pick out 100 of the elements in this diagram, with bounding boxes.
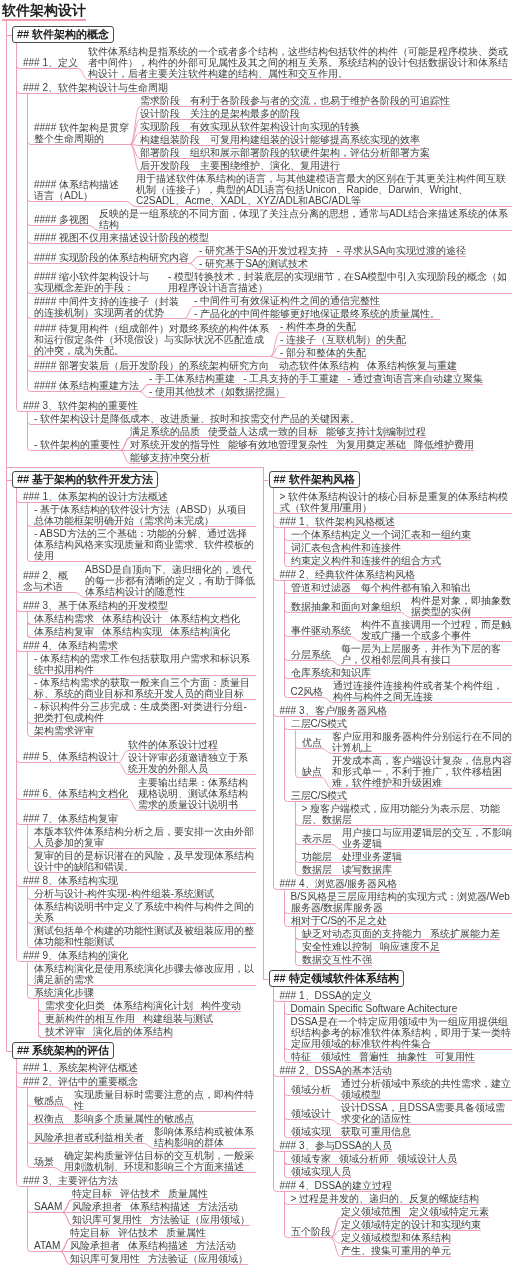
leaf-label: 特定目标 <box>72 1188 113 1200</box>
branch-line <box>129 144 141 146</box>
branch-line <box>330 1095 341 1101</box>
leaf-label: 知识库可复用性 <box>72 1214 143 1226</box>
branch-line <box>38 999 94 1038</box>
branch-line <box>188 263 200 270</box>
subtopic-label: ### 1、体系架构的设计方法概述 <box>23 491 169 503</box>
leaf-label: 体系结构演化 <box>170 626 230 638</box>
branch-line <box>273 987 280 1192</box>
leaf-label: - 产品化的中间件能够更好地保证最终系统的质量属性。 <box>194 308 441 320</box>
leaf-label: 词汇表包含构件和连接件 <box>290 542 401 554</box>
subtopic-label: ### 3、客户/服务器风格 <box>279 705 388 717</box>
branch-line <box>27 612 171 638</box>
subtopic-label: 敏感点 <box>34 1094 64 1107</box>
branch-line <box>269 356 281 359</box>
leaf-label: 领域设计人员 <box>396 1153 457 1165</box>
subtopic-label: 实现阶段 <box>140 121 180 133</box>
leaf-label: 评估技术 <box>118 1227 159 1239</box>
leaf-label: 定义领域范围 <box>340 1206 401 1218</box>
leaf-label: 用于描述软件体系结构的语言，与其他建模语言最大的区别在于其更关注构件间互联机制（连接子），典型的ADL语言包括Unicon、Rapide、Darwin、Wright、C2SADL、Acme、XADL、XYZ/ADL和ABC/ADL等 <box>136 173 512 207</box>
leaf-label: 可复用性 <box>434 1051 475 1063</box>
subtopic-label: 后开发阶段 <box>140 160 190 172</box>
leaf-label: 定义领域特定元素 <box>408 1206 489 1218</box>
leaf-label: 能够有效地管理复杂性 <box>228 439 329 451</box>
branch-line <box>284 1077 291 1138</box>
branch-line <box>27 503 35 562</box>
branch-line <box>16 43 24 412</box>
subtopic-label: ### 9、体系结构的演化 <box>23 950 129 962</box>
branch-line <box>129 132 141 145</box>
leaf-label: 降低维护费用 <box>414 439 475 451</box>
subtopic-label: 特征 <box>290 1051 311 1063</box>
branch-line <box>119 450 415 451</box>
subtopic-label: ### 3、基于体系结构的开发模型 <box>23 600 169 612</box>
subtopic-label: ### 1、DSSA的定义 <box>279 990 372 1002</box>
branch-line <box>268 371 368 372</box>
subtopic-label: SAAM <box>34 1201 63 1213</box>
leaf-label: ABSD是自顶向下、递归细化的，迭代的每一步都有清晰的定义，有助于降低体系结构设计的随意性 <box>85 564 256 598</box>
leaf-label: 系统扩展能力差 <box>429 928 500 940</box>
leaf-label: 开发成本高，客户端设计复杂，信息内容和形式单一，不利于推广，软件移植困难，软件维护和升级困难 <box>331 755 512 789</box>
subtopic-label: #### 软件架构是贯穿整个生命周期的 <box>34 122 130 145</box>
subtopic-label: #### 中间件支持的连接子（封装的连接机制）实现两者的优势 <box>34 296 184 319</box>
branch-line <box>27 652 35 737</box>
leaf-label: 复审的目的是标识潜在的风险，及早发现体系结构设计中的缺陷和错误。 <box>34 850 256 873</box>
leaf-label: - 基于体系结构的软件设计方法（ABSD）从项目总体功能框架明确开始（需求尚未完成） <box>34 504 256 527</box>
subtopic-label: 设计阶段 <box>140 108 180 120</box>
subtopic-label: ### 3、参与DSSA的人员 <box>279 1140 392 1152</box>
subtopic-label: 构建组装阶段 <box>140 134 200 146</box>
main-topic-box: ## 特定领域软件体系结构 <box>268 970 404 987</box>
branch-line <box>143 1143 155 1149</box>
branch-line <box>330 1137 341 1138</box>
leaf-label: 数据交互性不强 <box>301 954 372 966</box>
leaf-label: 可复用构建组装的设计能够提高系统实现的效率 <box>210 134 420 146</box>
subtopic-label: ### 2、评估中的重要概念 <box>23 1076 139 1088</box>
leaf-label: 构件是对象，即抽象数据类型的实例 <box>410 595 512 618</box>
branch-line <box>27 412 35 451</box>
subtopic-label: 二层C/S模式 <box>290 718 348 730</box>
leaf-label: 体系结构说明书中定义了系统中构件与构件之间的关系 <box>34 901 256 924</box>
leaf-label: 约束定义构件和连接件的组合方式 <box>290 555 441 567</box>
leaf-label: 有效实现从软件架构设计向实现的转换 <box>190 121 360 133</box>
leaf-label: 通过分析领域中系统的共性需求，建立领域模型 <box>340 1078 512 1101</box>
branch-line <box>63 1106 75 1112</box>
subtopic-label: 领域实现 <box>290 1126 331 1138</box>
leaf-label: 产生、搜集可重用的单元 <box>340 1245 451 1257</box>
leaf-label: 动态软件体系结构 <box>279 360 360 372</box>
leaf-label: 方法验证（应用领域） <box>148 1253 249 1265</box>
branch-line <box>284 1192 291 1238</box>
branch-line <box>321 777 332 789</box>
branch-line <box>330 1119 341 1125</box>
leaf-label: > 软件体系结构设计的核心目标是重复的体系结构模式（软件复用/重用） <box>279 491 512 514</box>
branch-line <box>269 332 281 357</box>
branch-line <box>129 144 141 159</box>
leaf-label: 软件的体系设计过程 <box>128 739 219 751</box>
leaf-label: 体系结构设计 <box>102 613 162 625</box>
branch-line <box>284 581 291 698</box>
leaf-label: - 连接子（互联机制）的失配 <box>280 334 407 346</box>
branch-line <box>179 106 191 107</box>
leaf-label: 影响体系结构或被体系结构影响的群体 <box>154 1126 256 1149</box>
subtopic-label: - 软件架构的重要性 <box>34 439 121 451</box>
subtopic-label: ### 4、DSSA的建立过程 <box>279 1180 392 1192</box>
subtopic-label: 部署阶段 <box>140 147 180 159</box>
branch-line <box>6 21 13 1052</box>
main-topic-box: ## 软件架构的概念 <box>12 26 115 43</box>
leaf-label: 知识库可复用性 <box>70 1253 141 1265</box>
leaf-label: 组织和展示部署阶段的软硬件架构，评估分析部署方案 <box>190 147 430 159</box>
branch-line <box>61 1212 151 1226</box>
leaf-label: 架构需求评审 <box>34 725 94 737</box>
leaf-label: 分析与设计-构件实现-构件组装-系统测试 <box>34 888 214 900</box>
leaf-label: 主要围绕维护、演化、复用进行 <box>200 160 340 172</box>
leaf-label: 反映的是一组系统的不同方面，体现了关注点分离的思想，通常与ADL结合来描述系统的体系结构 <box>99 208 512 231</box>
leaf-label: 能够支持冲突分析 <box>130 452 211 464</box>
branch-line <box>295 730 302 778</box>
leaf-label: 每个构件都有输入和输出 <box>360 582 471 594</box>
subtopic-label: #### 待复用构件（组成部件）对最终系统的构件体系和运行假定条件（环境假设）与实际状况不匹配造成的冲突，成为失配。 <box>34 323 270 357</box>
branch-line <box>125 201 137 207</box>
branch-line <box>400 612 411 618</box>
leaf-label: 更新构件的相互作用 <box>45 1013 135 1025</box>
leaf-label: > 瘦客户端模式，应用功能分为表示层、功能层、数据层 <box>301 803 512 826</box>
subtopic-label: 领域设计 <box>290 1107 331 1120</box>
subtopic-label: #### 多视图 <box>34 213 90 226</box>
branch-line <box>188 256 337 264</box>
